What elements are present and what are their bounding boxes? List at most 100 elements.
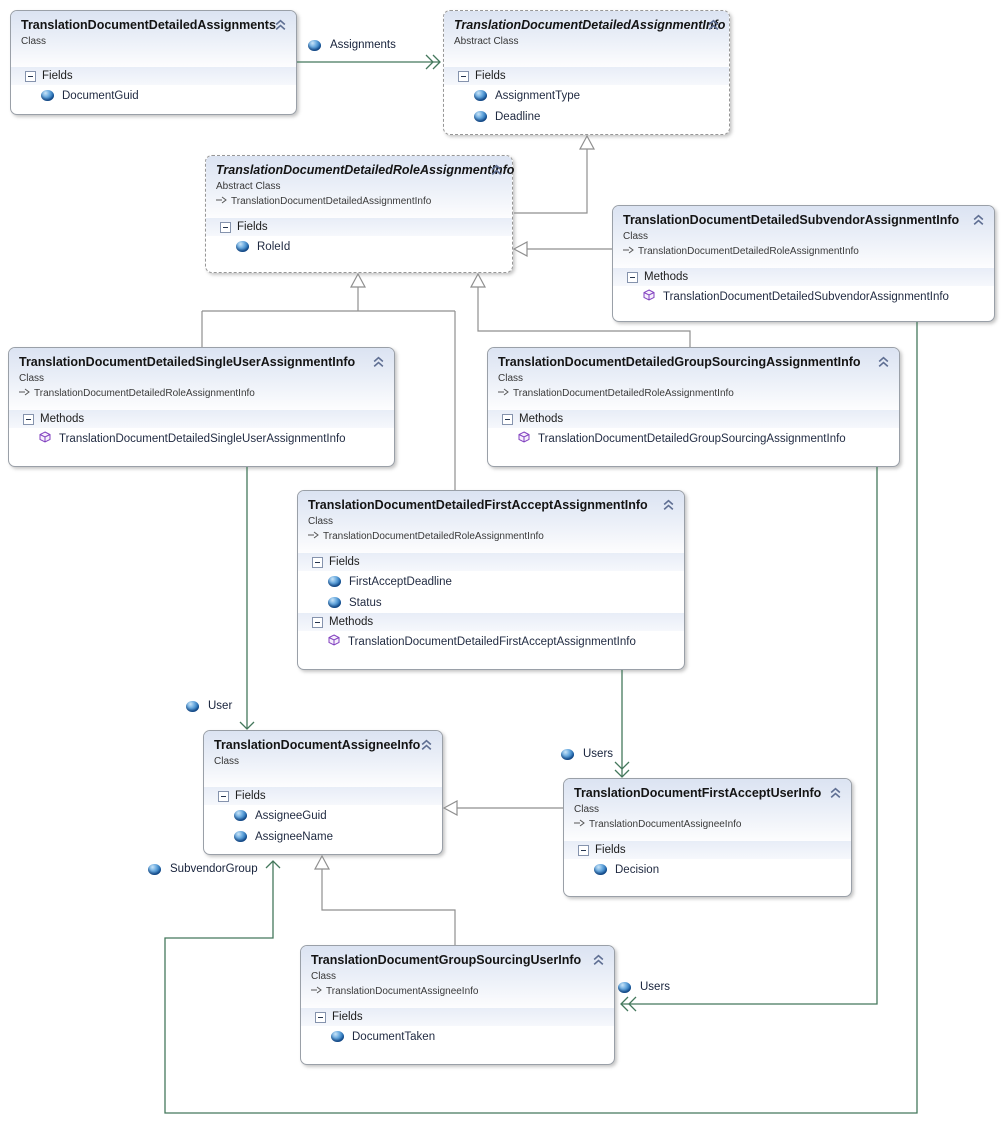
class-box-translation-document-group-sourcing-user-info[interactable]: TranslationDocumentGroupSourcingUserInfo… [300, 945, 615, 1065]
section-title: Fields [475, 70, 506, 82]
member-row[interactable]: Status [298, 592, 684, 613]
class-box-translation-document-detailed-group-sourcing-assignment-info[interactable]: TranslationDocumentDetailedGroupSourcing… [487, 347, 900, 467]
member-row[interactable]: RoleId [206, 236, 512, 257]
member-row[interactable]: TranslationDocumentDetailedSingleUserAss… [9, 428, 394, 449]
association-edge-user[interactable] [239, 467, 255, 730]
section-header-fields[interactable]: Fields [11, 67, 296, 85]
inheritance-edge-subvendor-to-roleinfo[interactable] [512, 240, 612, 258]
collapse-minus-icon[interactable] [502, 413, 513, 425]
section-header-methods[interactable]: Methods [613, 268, 994, 286]
association-label-users-first-accept[interactable]: Users [561, 748, 613, 760]
member-row[interactable]: AssigneeName [204, 826, 442, 847]
collapse-minus-icon[interactable] [312, 556, 323, 568]
member-name: TranslationDocumentDetailedSingleUserAss… [59, 432, 346, 445]
property-icon [148, 863, 161, 875]
section-header-fields[interactable]: Fields [206, 218, 512, 236]
section-header-fields[interactable]: Fields [301, 1008, 614, 1026]
class-box-translation-document-detailed-first-accept-assignment-info[interactable]: TranslationDocumentDetailedFirstAcceptAs… [297, 490, 685, 670]
member-row[interactable]: TranslationDocumentDetailedGroupSourcing… [488, 428, 899, 449]
section-header-methods[interactable]: Methods [9, 410, 394, 428]
association-label-users-group-sourcing[interactable]: Users [618, 981, 670, 993]
property-icon [618, 981, 631, 993]
class-kind: Abstract Class [216, 181, 281, 192]
collapse-minus-icon[interactable] [220, 221, 231, 233]
collapse-minus-icon[interactable] [315, 1011, 326, 1023]
collapse-chevron-icon[interactable] [707, 18, 721, 30]
property-icon [234, 831, 247, 842]
class-base-type: TranslationDocumentDetailedAssignmentInf… [216, 195, 486, 208]
section-header-methods[interactable]: Methods [298, 613, 684, 631]
collapse-chevron-icon[interactable] [274, 18, 288, 30]
section-header-fields[interactable]: Fields [298, 553, 684, 571]
association-name: User [208, 700, 233, 712]
class-header: TranslationDocumentDetailedAssignmentInf… [444, 11, 729, 67]
member-row[interactable]: TranslationDocumentDetailedSubvendorAssi… [613, 286, 994, 307]
section-header-fields[interactable]: Fields [564, 841, 851, 859]
base-type-name: TranslationDocumentDetailedRoleAssignmen… [34, 388, 255, 399]
collapse-chevron-icon[interactable] [877, 355, 891, 367]
class-box-translation-document-detailed-assignments[interactable]: TranslationDocumentDetailedAssignments C… [10, 10, 297, 115]
member-name: TranslationDocumentDetailedSubvendorAssi… [663, 290, 949, 303]
base-type-name: TranslationDocumentDetailedRoleAssignmen… [638, 246, 859, 257]
member-row[interactable]: DocumentGuid [11, 85, 296, 106]
collapse-chevron-icon[interactable] [829, 786, 843, 798]
member-name: Deadline [495, 110, 541, 123]
association-name: SubvendorGroup [170, 863, 258, 875]
collapse-chevron-icon[interactable] [662, 498, 676, 510]
association-label-subvendor-group[interactable]: SubvendorGroup [148, 863, 258, 875]
section-title: Fields [42, 70, 73, 82]
method-icon [643, 289, 655, 304]
member-row[interactable]: Deadline [444, 106, 729, 127]
member-name: AssigneeName [255, 830, 333, 843]
class-header: TranslationDocumentDetailedAssignments C… [11, 11, 296, 67]
section-header-fields[interactable]: Fields [204, 787, 442, 805]
collapse-minus-icon[interactable] [218, 790, 229, 802]
collapse-minus-icon[interactable] [627, 271, 638, 283]
class-box-translation-document-detailed-assignment-info[interactable]: TranslationDocumentDetailedAssignmentInf… [443, 10, 730, 135]
collapse-chevron-icon[interactable] [490, 163, 504, 175]
class-box-translation-document-detailed-single-user-assignment-info[interactable]: TranslationDocumentDetailedSingleUserAss… [8, 347, 395, 467]
property-icon [331, 1031, 344, 1042]
section-title: Fields [595, 844, 626, 856]
class-box-translation-document-assignee-info[interactable]: TranslationDocumentAssigneeInfo Class Fi… [203, 730, 443, 855]
collapse-minus-icon[interactable] [578, 844, 589, 856]
association-edge-users-first-accept[interactable] [614, 670, 630, 778]
collapse-minus-icon[interactable] [312, 616, 323, 628]
class-kind: Class [498, 373, 524, 384]
collapse-minus-icon[interactable] [23, 413, 34, 425]
association-edge-assignments[interactable] [297, 54, 441, 70]
class-box-translation-document-detailed-subvendor-assignment-info[interactable]: TranslationDocumentDetailedSubvendorAssi… [612, 205, 995, 322]
member-row[interactable]: Decision [564, 859, 851, 880]
class-box-translation-document-detailed-role-assignment-info[interactable]: TranslationDocumentDetailedRoleAssignmen… [205, 155, 514, 273]
member-row[interactable]: AssigneeGuid [204, 805, 442, 826]
member-name: TranslationDocumentDetailedFirstAcceptAs… [348, 635, 636, 648]
class-header: TranslationDocumentAssigneeInfo Class [204, 731, 442, 787]
association-name: Users [583, 748, 614, 760]
collapse-chevron-icon[interactable] [372, 355, 386, 367]
collapse-chevron-icon[interactable] [592, 953, 606, 965]
inheritance-edge-groupsourcinguser-to-assigneeinfo[interactable] [313, 854, 456, 945]
member-row[interactable]: AssignmentType [444, 85, 729, 106]
section-header-fields[interactable]: Fields [444, 67, 729, 85]
section-header-methods[interactable]: Methods [488, 410, 899, 428]
inheritance-edge-roleinfo-to-assignmentinfo[interactable] [514, 134, 596, 214]
member-row[interactable]: DocumentTaken [301, 1026, 614, 1047]
collapse-chevron-icon[interactable] [420, 738, 434, 750]
association-label-assignments[interactable]: Assignments [308, 39, 396, 51]
property-icon [41, 90, 54, 101]
class-box-translation-document-first-accept-user-info[interactable]: TranslationDocumentFirstAcceptUserInfo C… [563, 778, 852, 897]
inherits-arrow-icon [308, 530, 319, 543]
class-header: TranslationDocumentFirstAcceptUserInfo C… [564, 779, 851, 841]
class-base-type: TranslationDocumentAssigneeInfo [574, 818, 825, 831]
member-name: AssigneeGuid [255, 809, 327, 822]
collapse-chevron-icon[interactable] [972, 213, 986, 225]
class-title: TranslationDocumentFirstAcceptUserInfo [574, 786, 822, 800]
inheritance-edge-firstacceptuser-to-assigneeinfo[interactable] [442, 799, 563, 817]
member-row[interactable]: FirstAcceptDeadline [298, 571, 684, 592]
member-row[interactable]: TranslationDocumentDetailedFirstAcceptAs… [298, 631, 684, 652]
collapse-minus-icon[interactable] [25, 70, 36, 82]
association-label-user[interactable]: User [186, 700, 232, 712]
collapse-minus-icon[interactable] [458, 70, 469, 82]
class-base-type: TranslationDocumentDetailedRoleAssignmen… [19, 387, 368, 400]
section-title: Fields [332, 1011, 363, 1023]
